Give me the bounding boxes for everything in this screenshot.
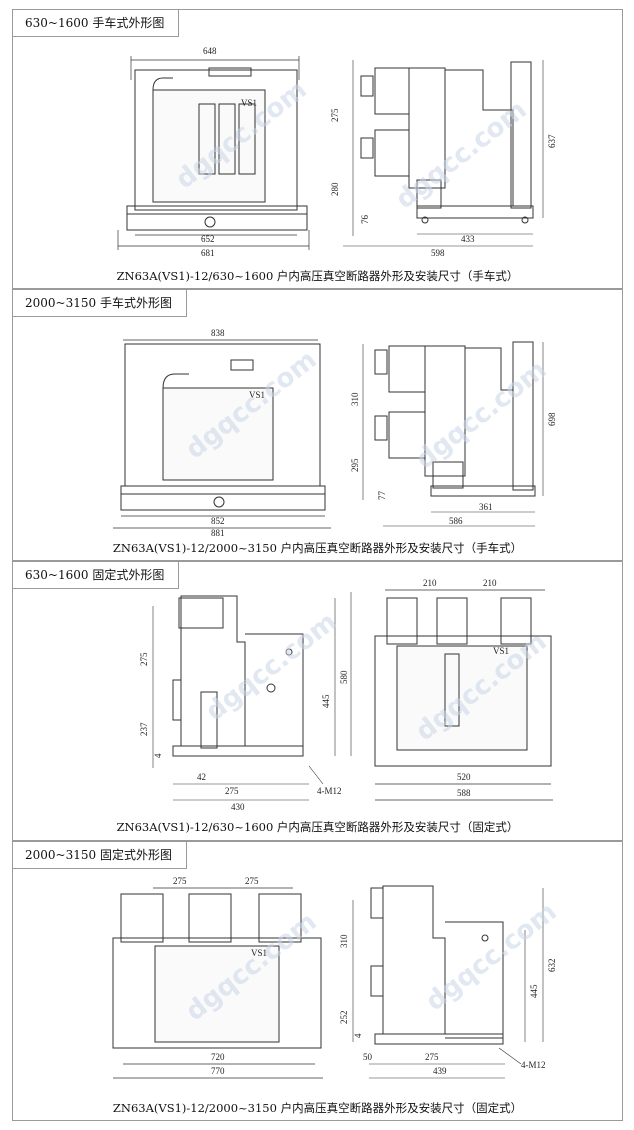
section-4-drawing: 275 275 VS1 720 770 310 252 4 445 632 50… — [112, 876, 557, 1079]
section-2-drawing: 838 VS1 852 881 310 295 77 698 361 586 — [113, 328, 557, 538]
side-dim-bottom-1: 361 — [479, 502, 493, 512]
front-bottom-dim-1: 852 — [211, 516, 225, 526]
side-bolt-label: 4-M12 — [317, 786, 342, 796]
side-dim-left-1: 275 — [330, 108, 340, 122]
front-top-dim-2: 210 — [483, 578, 497, 588]
side-dim-right-1: 445 — [529, 984, 539, 998]
side-dim-left-1: 275 — [139, 652, 149, 666]
side-dim-left-1: 310 — [339, 934, 349, 948]
side-view-drawing — [362, 341, 544, 527]
front-bottom-dim-2: 770 — [211, 1066, 225, 1076]
front-bottom-dim-2: 681 — [201, 248, 215, 258]
side-dim-bottom-1: 50 — [363, 1052, 373, 1062]
front-bottom-dim-2: 588 — [457, 788, 471, 798]
side-dim-left-3: 77 — [377, 491, 387, 501]
side-dim-bottom-3: 430 — [231, 802, 245, 812]
front-bottom-dim-1: 652 — [201, 234, 215, 244]
section-1-panel: 630~1600 手车式外形图 648 VS1 652 681 — [12, 9, 623, 289]
side-view-drawing — [352, 885, 544, 1079]
front-view-drawing — [112, 887, 323, 1079]
front-label: VS1 — [251, 948, 267, 958]
section-4-panel: 2000~3150 固定式外形图 275 275 VS1 720 770 — [12, 841, 623, 1121]
side-dim-left-3: 4 — [353, 1033, 363, 1038]
side-view-drawing — [343, 60, 544, 247]
front-label: VS1 — [249, 390, 265, 400]
section-1-drawing: 648 VS1 652 681 275 280 76 637 433 598 — [117, 46, 557, 258]
side-dim-bottom-1: 42 — [197, 772, 206, 782]
side-dim-bottom-2: 275 — [425, 1052, 439, 1062]
side-dim-bottom-1: 433 — [461, 234, 475, 244]
section-3-drawing: 275 237 4 445 580 42 275 430 4-M12 210 2… — [139, 578, 553, 812]
front-top-dim: 648 — [203, 46, 217, 56]
side-dim-left-2: 237 — [139, 722, 149, 736]
front-label: VS1 — [493, 646, 509, 656]
side-dim-left-3: 76 — [360, 215, 370, 225]
side-dim-bottom-3: 439 — [433, 1066, 447, 1076]
section-2-caption: ZN63A(VS1)-12/2000~3150 户内高压真空断路器外形及安装尺寸… — [112, 541, 523, 555]
side-dim-bottom-2: 586 — [449, 516, 463, 526]
side-dim-left-2: 280 — [330, 182, 340, 196]
side-dim-left-1: 310 — [350, 392, 360, 406]
side-dim-left-3: 4 — [153, 753, 163, 758]
section-4-caption: ZN63A(VS1)-12/2000~3150 户内高压真空断路器外形及安装尺寸… — [112, 1101, 523, 1115]
section-3-caption: ZN63A(VS1)-12/630~1600 户内高压真空断路器外形及安装尺寸（… — [116, 820, 519, 834]
side-dim-right-1: 637 — [547, 134, 557, 148]
side-dim-right-2: 580 — [339, 670, 349, 684]
section-3-panel: 630~1600 固定式外形图 275 237 4 445 580 42 275… — [12, 561, 623, 841]
side-view-drawing — [152, 592, 352, 801]
front-top-dim: 838 — [211, 328, 225, 338]
front-bottom-dim-2: 881 — [211, 528, 225, 538]
side-dim-bottom-2: 598 — [431, 248, 445, 258]
side-bolt-label: 4-M12 — [521, 1060, 546, 1070]
front-label: VS1 — [241, 98, 257, 108]
front-bottom-dim-1: 720 — [211, 1052, 225, 1062]
front-top-dim-1: 210 — [423, 578, 437, 588]
section-1-title: 630~1600 手车式外形图 — [13, 10, 180, 37]
section-2-panel: 2000~3150 手车式外形图 838 VS1 852 881 — [12, 289, 623, 561]
side-dim-left-2: 295 — [350, 458, 360, 472]
section-4-title: 2000~3150 固定式外形图 — [13, 842, 187, 869]
side-dim-bottom-2: 275 — [225, 786, 239, 796]
side-dim-right-1: 445 — [321, 694, 331, 708]
section-2-title: 2000~3150 手车式外形图 — [13, 290, 187, 317]
front-view-drawing — [113, 339, 331, 529]
front-top-dim-1: 275 — [173, 876, 187, 886]
front-bottom-dim-1: 520 — [457, 772, 471, 782]
side-dim-left-2: 252 — [339, 1011, 349, 1025]
front-view-drawing — [117, 56, 310, 250]
side-dim-right-1: 698 — [547, 412, 557, 426]
side-dim-right-2: 632 — [547, 959, 557, 973]
front-view-drawing — [374, 589, 553, 801]
section-3-title: 630~1600 固定式外形图 — [13, 562, 180, 589]
section-1-caption: ZN63A(VS1)-12/630~1600 户内高压真空断路器外形及安装尺寸（… — [116, 269, 519, 283]
front-top-dim-2: 275 — [245, 876, 259, 886]
